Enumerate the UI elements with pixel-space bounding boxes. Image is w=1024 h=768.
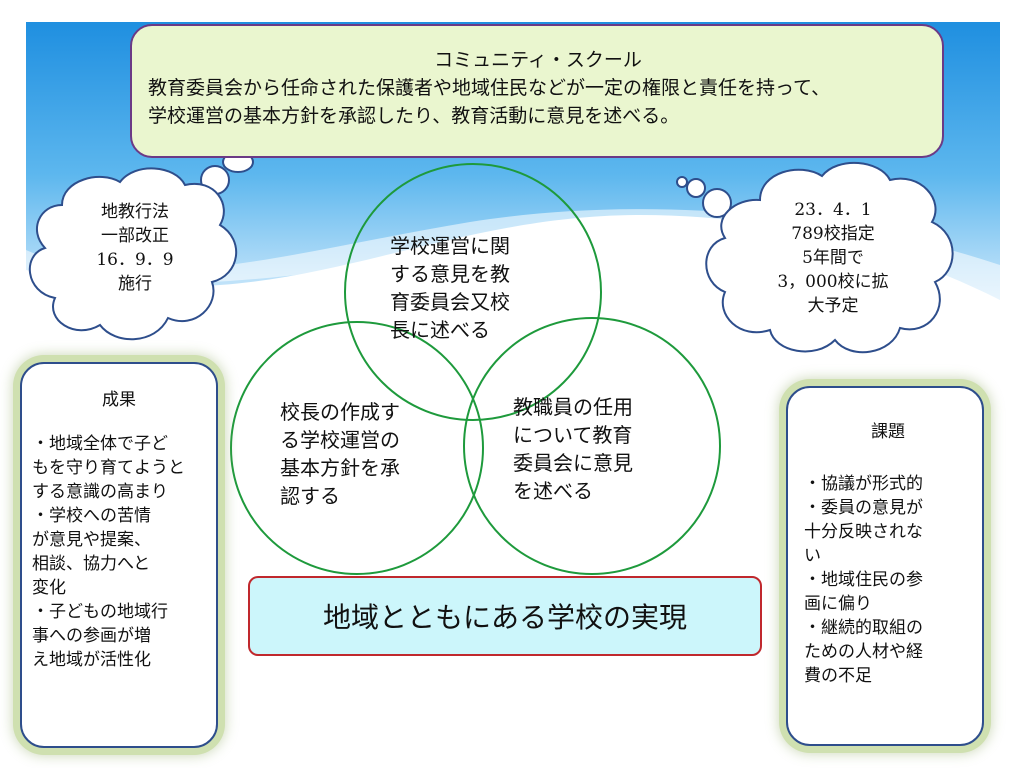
left-cloud-line: 一部改正 [101,226,169,246]
issues-item: ・継続的取組の [804,618,923,638]
right-cloud-line: 23．4．1 [794,200,872,220]
venn-circle-top [344,163,602,421]
results-item: する意識の高まり [32,482,168,502]
results-panel: 成果 ・地域全体で子ど もを守り育てようと する意識の高まり ・学校への苦情 が… [20,362,218,748]
issues-heading: 課題 [871,422,905,442]
thought-bubble-dots-right [676,176,732,218]
right-cloud-line: 789校指定 [791,224,875,244]
results-item: ・子どもの地域行 [32,602,168,622]
venn-left-line: 認する [280,484,340,508]
venn-right-line: について教育 [513,423,633,447]
venn-right-text: 教職員の任用 について教育 委員会に意見 を述べる [513,393,673,505]
venn-left-line: る学校運営の [280,428,400,452]
results-item: え地域が活性化 [32,650,151,670]
right-cloud-text: 23．4．1 789校指定 5年間で 3，000校に拡 大予定 [748,198,918,318]
venn-left-line: 校長の作成す [280,400,400,424]
issues-item: ・委員の意見が [804,498,923,518]
venn-right-line: 教職員の任用 [513,395,633,419]
venn-top-line: 学校運営に関 [390,234,510,258]
venn-top-line: する意見を教 [390,262,510,286]
venn-diagram [230,163,721,575]
results-item: ・地域全体で子ど [32,434,168,454]
left-cloud-line: 地教行法 [101,202,169,222]
community-school-desc-line-2: 学校運営の基本方針を承認したり、教育活動に意見を述べる。 [148,105,680,127]
venn-circle-left [230,321,484,575]
issues-item: 費の不足 [804,666,872,686]
venn-left-line: 基本方針を承 [280,456,400,480]
community-school-desc-line-1: 教育委員会から任命された保護者や地域住民などが一定の権限と責任を持って、 [148,77,831,99]
issues-item: ・地域住民の参 [804,570,923,590]
results-item: が意見や提案、 [32,530,151,550]
left-cloud-text: 地教行法 一部改正 16．9．9 施行 [60,200,210,296]
issues-item: 十分反映されな [804,522,923,542]
results-item: ・学校への苦情 [32,506,151,526]
issues-item: 画に偏り [804,594,872,614]
community-school-title: コミュニティ・スクール [434,49,642,71]
community-school-box: コミュニティ・スクール 教育委員会から任命された保護者や地域住民などが一定の権限… [130,24,944,158]
results-item: もを守り育てようと [32,458,185,478]
venn-circle-right [463,317,721,575]
left-cloud-line: 施行 [118,274,152,294]
venn-top-line: 育委員会又校 [390,290,510,314]
right-cloud-shape [705,162,954,354]
issues-panel: 課題 ・協議が形式的 ・委員の意見が 十分反映されな い ・地域住民の参 画に偏… [786,386,984,746]
venn-left-text: 校長の作成す る学校運営の 基本方針を承 認する [280,398,440,510]
results-item: 変化 [32,578,66,598]
goal-box: 地域とともにある学校の実現 [248,576,762,656]
right-cloud-line: 大予定 [807,296,859,316]
issues-item: ・協議が形式的 [804,474,923,494]
left-cloud-shape [28,167,238,341]
right-cloud-line: 5年間で [802,248,864,268]
venn-top-line: 長に述べる [390,318,490,342]
right-cloud-line: 3，000校に拡 [777,272,889,292]
left-cloud-line: 16．9．9 [96,250,174,270]
goal-text: 地域とともにある学校の実現 [322,601,687,634]
results-item: 事への参画が増 [32,626,151,646]
results-heading: 成果 [102,390,136,410]
venn-right-line: 委員会に意見 [513,451,633,475]
venn-right-line: を述べる [513,479,593,503]
issues-item: ための人材や経 [804,642,923,662]
issues-item: い [804,546,821,566]
venn-top-text: 学校運営に関 する意見を教 育委員会又校 長に述べる [390,232,550,344]
results-item: 相談、協力へと [32,554,151,574]
